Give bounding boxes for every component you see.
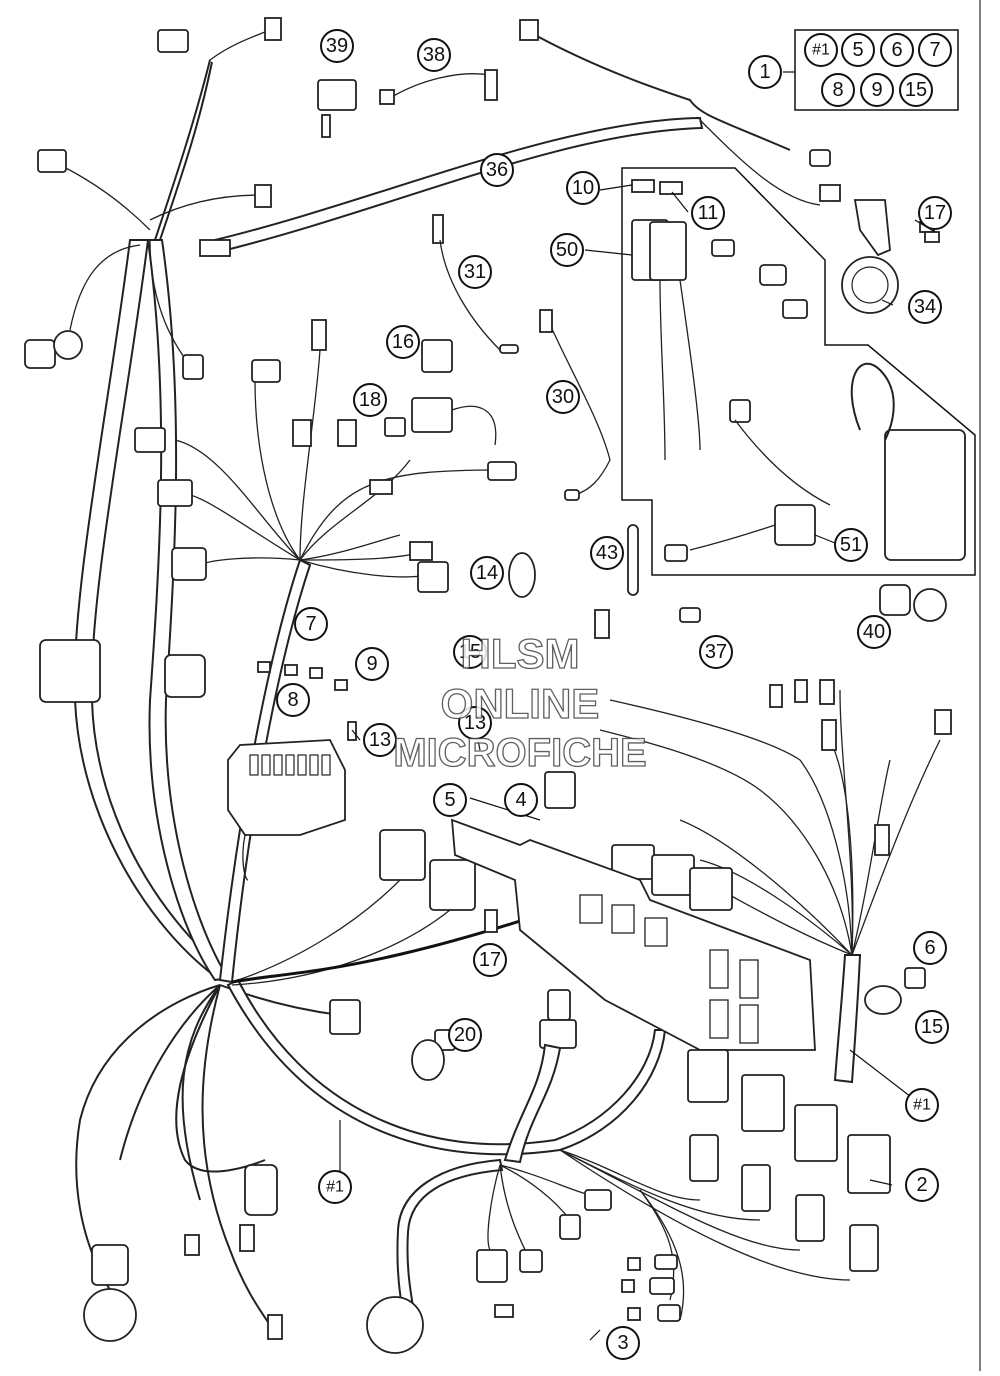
svg-text:#1: #1 xyxy=(913,1097,931,1114)
svg-text:15: 15 xyxy=(921,1016,943,1038)
callout-14: 14 xyxy=(470,556,504,590)
kit-box-callouts: #1 5 6 7 8 9 15 xyxy=(804,33,952,107)
svg-text:31: 31 xyxy=(464,261,486,283)
callout-3: 3 xyxy=(606,1326,640,1360)
svg-text:9: 9 xyxy=(366,653,377,675)
svg-text:43: 43 xyxy=(596,542,618,564)
callout-13-fusebox: 13 xyxy=(363,723,397,757)
callout-17-top: 17 xyxy=(918,196,952,230)
callout-8: 8 xyxy=(276,683,310,717)
main-harness xyxy=(59,29,941,1326)
svg-text:1: 1 xyxy=(759,61,770,83)
fuse-module-region xyxy=(621,167,976,576)
callout-16: 16 xyxy=(386,325,420,359)
svg-text:14: 14 xyxy=(476,562,498,584)
callout-2: 2 xyxy=(905,1168,939,1202)
callout-38: 38 xyxy=(417,38,451,72)
callout-18: 18 xyxy=(353,383,387,417)
callout-7: 7 xyxy=(294,607,328,641)
svg-text:HLSM: HLSM xyxy=(461,630,580,677)
svg-text:50: 50 xyxy=(556,239,578,261)
svg-text:13: 13 xyxy=(369,729,391,751)
svg-text:38: 38 xyxy=(423,44,445,66)
callouts: 39 38 36 1 10 11 50 17 xyxy=(276,29,952,1360)
callout-hash1-right: #1 xyxy=(905,1088,939,1122)
svg-text:4: 4 xyxy=(515,789,526,811)
callout-11: 11 xyxy=(691,196,725,230)
callout-36: 36 xyxy=(480,153,514,187)
bracket-plate xyxy=(450,818,816,1051)
svg-text:ONLINE: ONLINE xyxy=(441,680,600,727)
callout-20: 20 xyxy=(448,1018,482,1052)
svg-text:51: 51 xyxy=(840,534,862,556)
svg-text:6: 6 xyxy=(924,937,935,959)
svg-text:11: 11 xyxy=(698,202,719,224)
svg-text:3: 3 xyxy=(617,1332,628,1354)
svg-text:10: 10 xyxy=(572,177,594,199)
relays xyxy=(544,771,891,1272)
svg-text:30: 30 xyxy=(552,386,574,408)
svg-text:17: 17 xyxy=(924,202,946,224)
svg-text:8: 8 xyxy=(832,79,843,101)
callout-6: 6 xyxy=(913,931,947,965)
svg-text:5: 5 xyxy=(444,789,455,811)
callout-hash1-bottom: #1 xyxy=(318,1170,352,1204)
fuse-box xyxy=(227,739,346,881)
svg-text:#1: #1 xyxy=(326,1179,344,1196)
callout-51: 51 xyxy=(834,528,868,562)
callout-15-right: 15 xyxy=(915,1010,949,1044)
svg-text:15: 15 xyxy=(905,79,927,101)
svg-text:#1: #1 xyxy=(812,42,830,59)
callout-17-bottom: 17 xyxy=(473,943,507,977)
watermark: HLSM ONLINE MICROFICHE xyxy=(393,629,648,775)
callout-34: 34 xyxy=(908,290,942,324)
svg-text:13: 13 xyxy=(464,712,486,734)
svg-text:34: 34 xyxy=(914,296,936,318)
svg-text:6: 6 xyxy=(891,39,902,61)
svg-text:18: 18 xyxy=(359,389,381,411)
svg-text:17: 17 xyxy=(479,949,501,971)
ecu-connectors xyxy=(231,829,641,986)
callout-30: 30 xyxy=(546,380,580,414)
svg-text:7: 7 xyxy=(929,39,940,61)
small-parts xyxy=(257,69,940,1322)
svg-text:40: 40 xyxy=(863,621,885,643)
svg-text:5: 5 xyxy=(852,39,863,61)
callout-13-center: 13 xyxy=(458,706,492,740)
callout-40: 40 xyxy=(857,615,891,649)
callout-10: 10 xyxy=(566,171,600,205)
callout-50: 50 xyxy=(550,233,584,267)
connectors xyxy=(24,17,952,1354)
callout-39: 39 xyxy=(320,29,354,63)
callout-43: 43 xyxy=(590,536,624,570)
fuse-holders xyxy=(631,179,966,562)
kit-box xyxy=(794,29,959,111)
callout-9: 9 xyxy=(355,647,389,681)
svg-text:16: 16 xyxy=(392,331,414,353)
horn xyxy=(841,199,899,314)
callout-15-center: 15 xyxy=(453,635,487,669)
callout-4: 4 xyxy=(504,783,538,817)
svg-text:MICROFICHE: MICROFICHE xyxy=(393,731,646,775)
callout-1: 1 xyxy=(748,55,782,89)
svg-text:20: 20 xyxy=(454,1024,476,1046)
svg-text:7: 7 xyxy=(305,613,316,635)
svg-text:39: 39 xyxy=(326,35,348,57)
callout-37: 37 xyxy=(699,635,733,669)
callout-5: 5 xyxy=(433,783,467,817)
callout-31: 31 xyxy=(458,255,492,289)
svg-text:36: 36 xyxy=(486,159,508,181)
svg-text:15: 15 xyxy=(459,641,481,663)
svg-text:9: 9 xyxy=(871,79,882,101)
svg-text:2: 2 xyxy=(916,1174,927,1196)
svg-text:8: 8 xyxy=(287,689,298,711)
svg-text:37: 37 xyxy=(705,641,727,663)
